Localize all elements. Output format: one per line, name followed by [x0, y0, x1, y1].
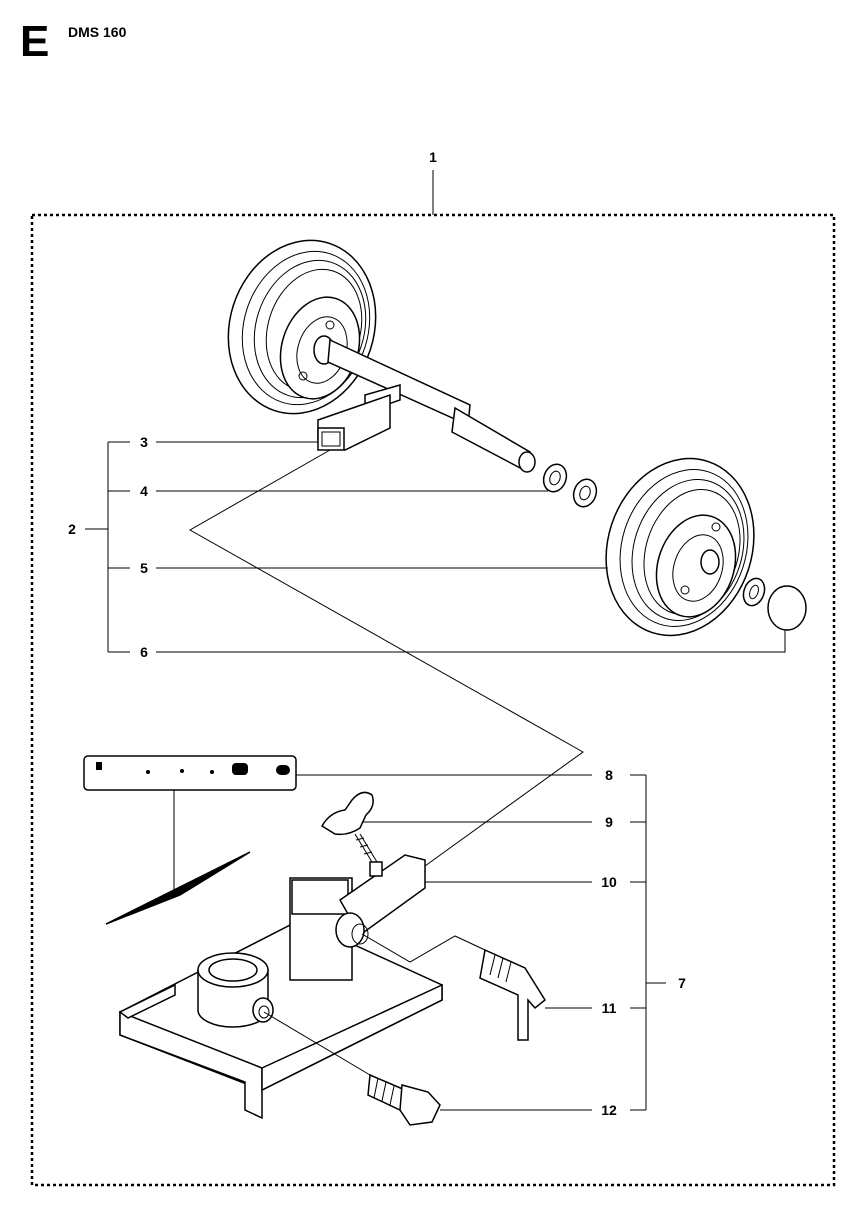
model-name: DMS 160 [68, 24, 127, 40]
callout-numbers: 1 2 3 4 5 6 7 8 9 10 11 12 [68, 149, 686, 1118]
collar[interactable] [197, 952, 274, 1028]
callout-6: 6 [140, 644, 148, 660]
hub-cap[interactable] [767, 585, 807, 631]
callout-7: 7 [678, 975, 686, 991]
clamp-body[interactable] [289, 854, 426, 981]
plug-screw[interactable] [367, 1073, 441, 1126]
leaders-group-2 [85, 441, 786, 653]
callout-4: 4 [140, 483, 148, 499]
axle[interactable] [313, 335, 536, 473]
callout-1: 1 [429, 149, 437, 165]
wheel-right[interactable] [584, 439, 777, 655]
callout-5: 5 [140, 560, 148, 576]
callout-10: 10 [601, 874, 617, 890]
bent-pin[interactable] [479, 948, 546, 1041]
decal-pointer [105, 851, 251, 925]
connector-line [188, 449, 584, 867]
washer-4b[interactable] [570, 476, 600, 510]
callout-3: 3 [140, 434, 148, 450]
decal[interactable] [83, 755, 297, 791]
leaders-group-7 [263, 774, 666, 1111]
washer-4a[interactable] [540, 461, 570, 495]
callout-8: 8 [605, 767, 613, 783]
section-letter: E [20, 17, 50, 66]
kit-boundary [30, 213, 836, 1187]
knob-bolt[interactable] [320, 791, 383, 877]
callout-9: 9 [605, 814, 613, 830]
callout-12: 12 [601, 1102, 617, 1118]
washer-5[interactable] [740, 575, 768, 608]
callout-2: 2 [68, 521, 76, 537]
base-plate[interactable] [118, 919, 443, 1120]
callout-11: 11 [602, 1000, 617, 1016]
